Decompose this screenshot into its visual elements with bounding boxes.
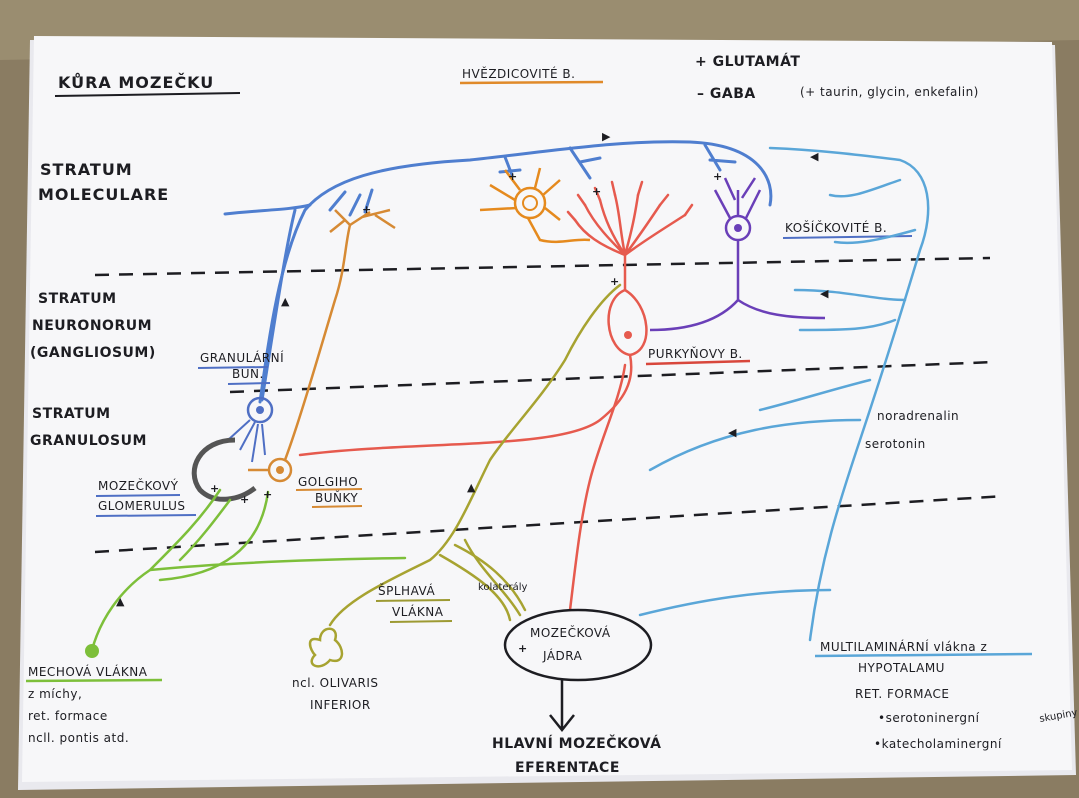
label-mossy-2: z míchy, (28, 687, 82, 701)
label-golgi-underline (295, 488, 363, 491)
label-basket: KOŠÍČKOVITÉ B. (785, 220, 887, 235)
label-multilaminar-1: MULTILAMINÁRNÍ vlákna z (820, 639, 987, 654)
basket-nucleus (734, 224, 742, 232)
mossy-arrow: ▲ (116, 595, 125, 608)
label-golgi-underline-2 (311, 505, 363, 508)
legend-glutamate: + GLUTAMÁT (695, 53, 800, 70)
legend-stellate-underline (459, 80, 604, 85)
label-climbing-1: ŠPLHAVÁ (378, 583, 435, 598)
plus-sign: + (592, 185, 601, 198)
label-glomerulus-1: MOZEČKOVÝ (98, 478, 179, 493)
label-nuclei-1: MOZEČKOVÁ (530, 625, 611, 640)
layer-neuronorum-2: NEURONORUM (32, 318, 152, 334)
glomerulus-ring (191, 437, 257, 502)
label-climbing-underline (375, 599, 451, 602)
label-nuclei-2: JÁDRA (542, 648, 583, 663)
multilaminar-arrow-3: ◀ (728, 426, 737, 439)
nuclei-ellipse (503, 608, 653, 682)
mossy-fibers (90, 488, 407, 652)
label-olivary-1: ncl. OLIVARIS (292, 676, 378, 690)
legend-stellate: HVĚZDICOVITÉ B. (462, 66, 575, 81)
label-collaterals: kolaterály (478, 581, 528, 593)
layer-granulosum-1: STRATUM (32, 406, 111, 422)
label-mossy-underline (25, 678, 163, 683)
efferent-arrow (549, 680, 575, 733)
boundary-molecular (94, 256, 991, 277)
climbing-arrow: ▲ (467, 481, 476, 494)
layer-molecular-1: STRATUM (40, 160, 133, 179)
multilaminar-fibers (638, 146, 930, 642)
multilaminar-arrow-2: ◀ (820, 287, 829, 300)
label-multilaminar-underline (814, 652, 1033, 658)
granule-cell (227, 396, 274, 463)
label-purkinje-underline (645, 359, 751, 366)
label-purkinje: PURKYŇOVY B. (648, 346, 743, 361)
label-granule-underline (197, 366, 269, 369)
plus-sign: + (210, 482, 219, 495)
layer-molecular-2: MOLECULARE (38, 185, 169, 204)
label-glomerulus-underline-2 (95, 514, 197, 517)
label-glomerulus-underline (95, 494, 181, 497)
plus-sign: + (362, 203, 371, 216)
synapse-signs: + + + + + + + + + (210, 170, 722, 655)
parallel-fiber-arrow: ▲ (281, 295, 290, 308)
label-climbing-underline-2 (389, 620, 453, 623)
label-multilaminar-3: RET. FORMACE (855, 687, 949, 701)
label-golgi-2: BUŇKY (315, 490, 358, 505)
label-golgi-1: GOLGIHO (298, 475, 358, 489)
plus-sign: + (240, 493, 249, 506)
layer-neuronorum-3: (GANGLIOSUM) (30, 345, 156, 361)
mossy-origin-dot (85, 644, 99, 658)
plus-sign: + (713, 170, 722, 183)
golgi-nucleus (276, 466, 284, 474)
plus-sign: + (518, 642, 527, 655)
plus-sign: + (508, 170, 517, 183)
label-noradrenalin: noradrenalin (877, 409, 959, 423)
label-granule-1: GRANULÁRNÍ (200, 350, 284, 365)
label-serotonin: serotonin (865, 437, 926, 451)
label-granule-underline-2 (227, 382, 271, 385)
parallel-fibers (223, 140, 773, 404)
layer-granulosum-2: GRANULOSUM (30, 433, 147, 449)
stellate-cell (479, 167, 591, 244)
boundary-purkinje (229, 360, 996, 394)
label-efferent-1: HLAVNÍ MOZEČKOVÁ (492, 734, 661, 752)
label-mossy-3: ret. formace (28, 709, 108, 723)
olivary-nucleus-shape (308, 627, 344, 668)
climbing-fibers (328, 283, 622, 627)
plus-sign: + (610, 275, 619, 288)
purkinje-nucleus (624, 331, 632, 339)
label-glomerulus-2: GLOMERULUS (98, 499, 186, 513)
layer-neuronorum-1: STRATUM (38, 291, 117, 307)
paper-sheet (22, 36, 1072, 782)
label-multilaminar-4: •serotoninergní (878, 711, 980, 725)
multilaminar-arrow-1: ◀ (810, 150, 819, 163)
label-multilaminar-2: HYPOTALAMU (858, 661, 945, 675)
purkinje-cell (298, 180, 694, 612)
label-multilaminar-5: •katecholaminergní (874, 737, 1002, 751)
label-climbing-2: VLÁKNA (392, 604, 444, 619)
stellate-nucleus (522, 195, 538, 211)
label-olivary-2: INFERIOR (310, 698, 371, 712)
legend-gaba: – GABA (697, 86, 756, 102)
label-mossy-1: MECHOVÁ VLÁKNA (28, 664, 148, 679)
label-efferent-2: EFERENTACE (515, 760, 620, 776)
parallel-fiber-arrowhead: ▶ (602, 130, 611, 143)
golgi-cell (248, 208, 396, 483)
legend-gaba-note: (+ taurin, glycin, enkefalin) (800, 85, 979, 99)
page-title: KŮRA MOZEČKU (58, 73, 214, 92)
label-granule-2: BUŇ. (232, 366, 264, 381)
basket-cell (649, 177, 826, 332)
title-underline (54, 92, 241, 97)
label-mossy-4: ncll. pontis atd. (28, 731, 129, 745)
plus-sign: + (263, 488, 272, 501)
